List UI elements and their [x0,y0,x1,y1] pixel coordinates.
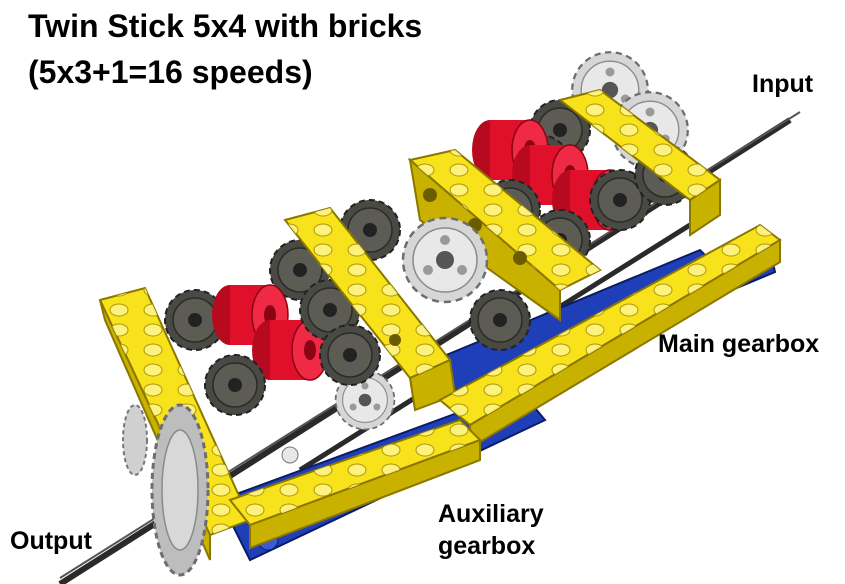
main-gearbox-label: Main gearbox [658,330,820,358]
auxiliary-gearbox-label-line1: Auxiliary [438,500,544,528]
output-gear [122,403,299,577]
front-beams [228,223,782,550]
diagram-title-line1: Twin Stick 5x4 with bricks [28,8,423,44]
output-label: Output [10,527,92,555]
main-gearbox-beams [407,88,722,322]
diagram-title-line2: (5x3+1=16 speeds) [28,54,313,90]
auxiliary-gearbox-label-line2: gearbox [438,532,536,560]
input-label: Input [752,70,814,98]
